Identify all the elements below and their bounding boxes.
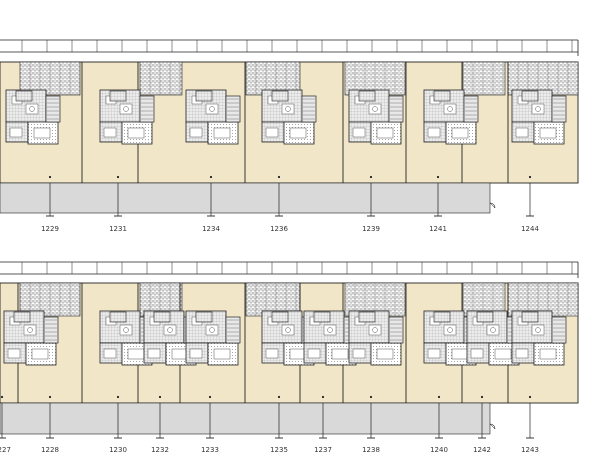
apartment-rooms — [5, 89, 61, 145]
apartment-rooms — [99, 310, 155, 366]
unit-number-label: 1244 — [521, 225, 539, 233]
apartment-rooms — [185, 89, 241, 145]
unit-number-label: 1243 — [521, 446, 539, 454]
terrace-strip — [0, 182, 491, 214]
axis-dot — [208, 395, 212, 399]
unit-number-label: 1229 — [41, 225, 59, 233]
axis-dot — [528, 395, 532, 399]
axis-dot — [48, 175, 52, 179]
roof-tiles — [462, 61, 506, 96]
unit-number-label: 1242 — [473, 446, 491, 454]
unit-number-label: 1230 — [109, 446, 127, 454]
apartment-rooms — [511, 89, 567, 145]
unit-number-label: 1237 — [314, 446, 332, 454]
unit-number-label: 1235 — [270, 446, 288, 454]
axis-dot — [528, 175, 532, 179]
axis-dot — [116, 175, 120, 179]
unit-number-label: 1231 — [109, 225, 127, 233]
axis-dot — [369, 175, 373, 179]
axis-dot — [480, 395, 484, 399]
unit-labels-upper: 1229 1231 1234 1236 1239 1241 1244 — [41, 225, 539, 233]
roof-tiles — [507, 61, 579, 96]
axis-dot — [48, 395, 52, 399]
unit-number-label: 1234 — [202, 225, 220, 233]
axis-dot — [436, 175, 440, 179]
axis-dot — [277, 175, 281, 179]
apartment-rooms — [511, 310, 567, 366]
unit-number-label: 1236 — [270, 225, 288, 233]
axis-dot — [369, 395, 373, 399]
axis-dot — [0, 395, 4, 399]
roof-tiles — [139, 282, 183, 317]
apartment-rooms — [303, 310, 359, 366]
apartment-rooms — [99, 89, 155, 145]
roof-tiles — [507, 282, 579, 317]
axis-dot — [277, 395, 281, 399]
apartment-rooms — [261, 89, 317, 145]
axis-dot — [437, 395, 441, 399]
axis-dot — [158, 395, 162, 399]
unit-number-label: 1239 — [362, 225, 380, 233]
apartment-rooms — [3, 310, 59, 366]
floor-plan-upper — [0, 39, 579, 217]
unit-number-label: 1241 — [429, 225, 447, 233]
axis-dot — [321, 395, 325, 399]
unit-number-label: 1228 — [41, 446, 59, 454]
apartment-rooms — [348, 89, 404, 145]
axis-dot — [116, 395, 120, 399]
roof-tiles — [462, 282, 506, 317]
axis-dot — [209, 175, 213, 179]
unit-number-label: 1232 — [151, 446, 169, 454]
unit-number-label: 1233 — [201, 446, 219, 454]
apartment-rooms — [348, 310, 404, 366]
unit-number-label: 1227 — [0, 446, 11, 454]
apartment-rooms — [185, 310, 241, 366]
roof-tiles — [245, 61, 301, 96]
unit-labels-lower: 1227 1228 1230 1232 1233 1235 1237 1238 1240 1242… — [0, 446, 539, 454]
roof-tiles — [139, 61, 183, 96]
terrace-strip — [0, 402, 491, 435]
unit-number-label: 1240 — [430, 446, 448, 454]
floor-plan-lower — [0, 261, 579, 439]
unit-number-label: 1238 — [362, 446, 380, 454]
apartment-rooms — [423, 89, 479, 145]
